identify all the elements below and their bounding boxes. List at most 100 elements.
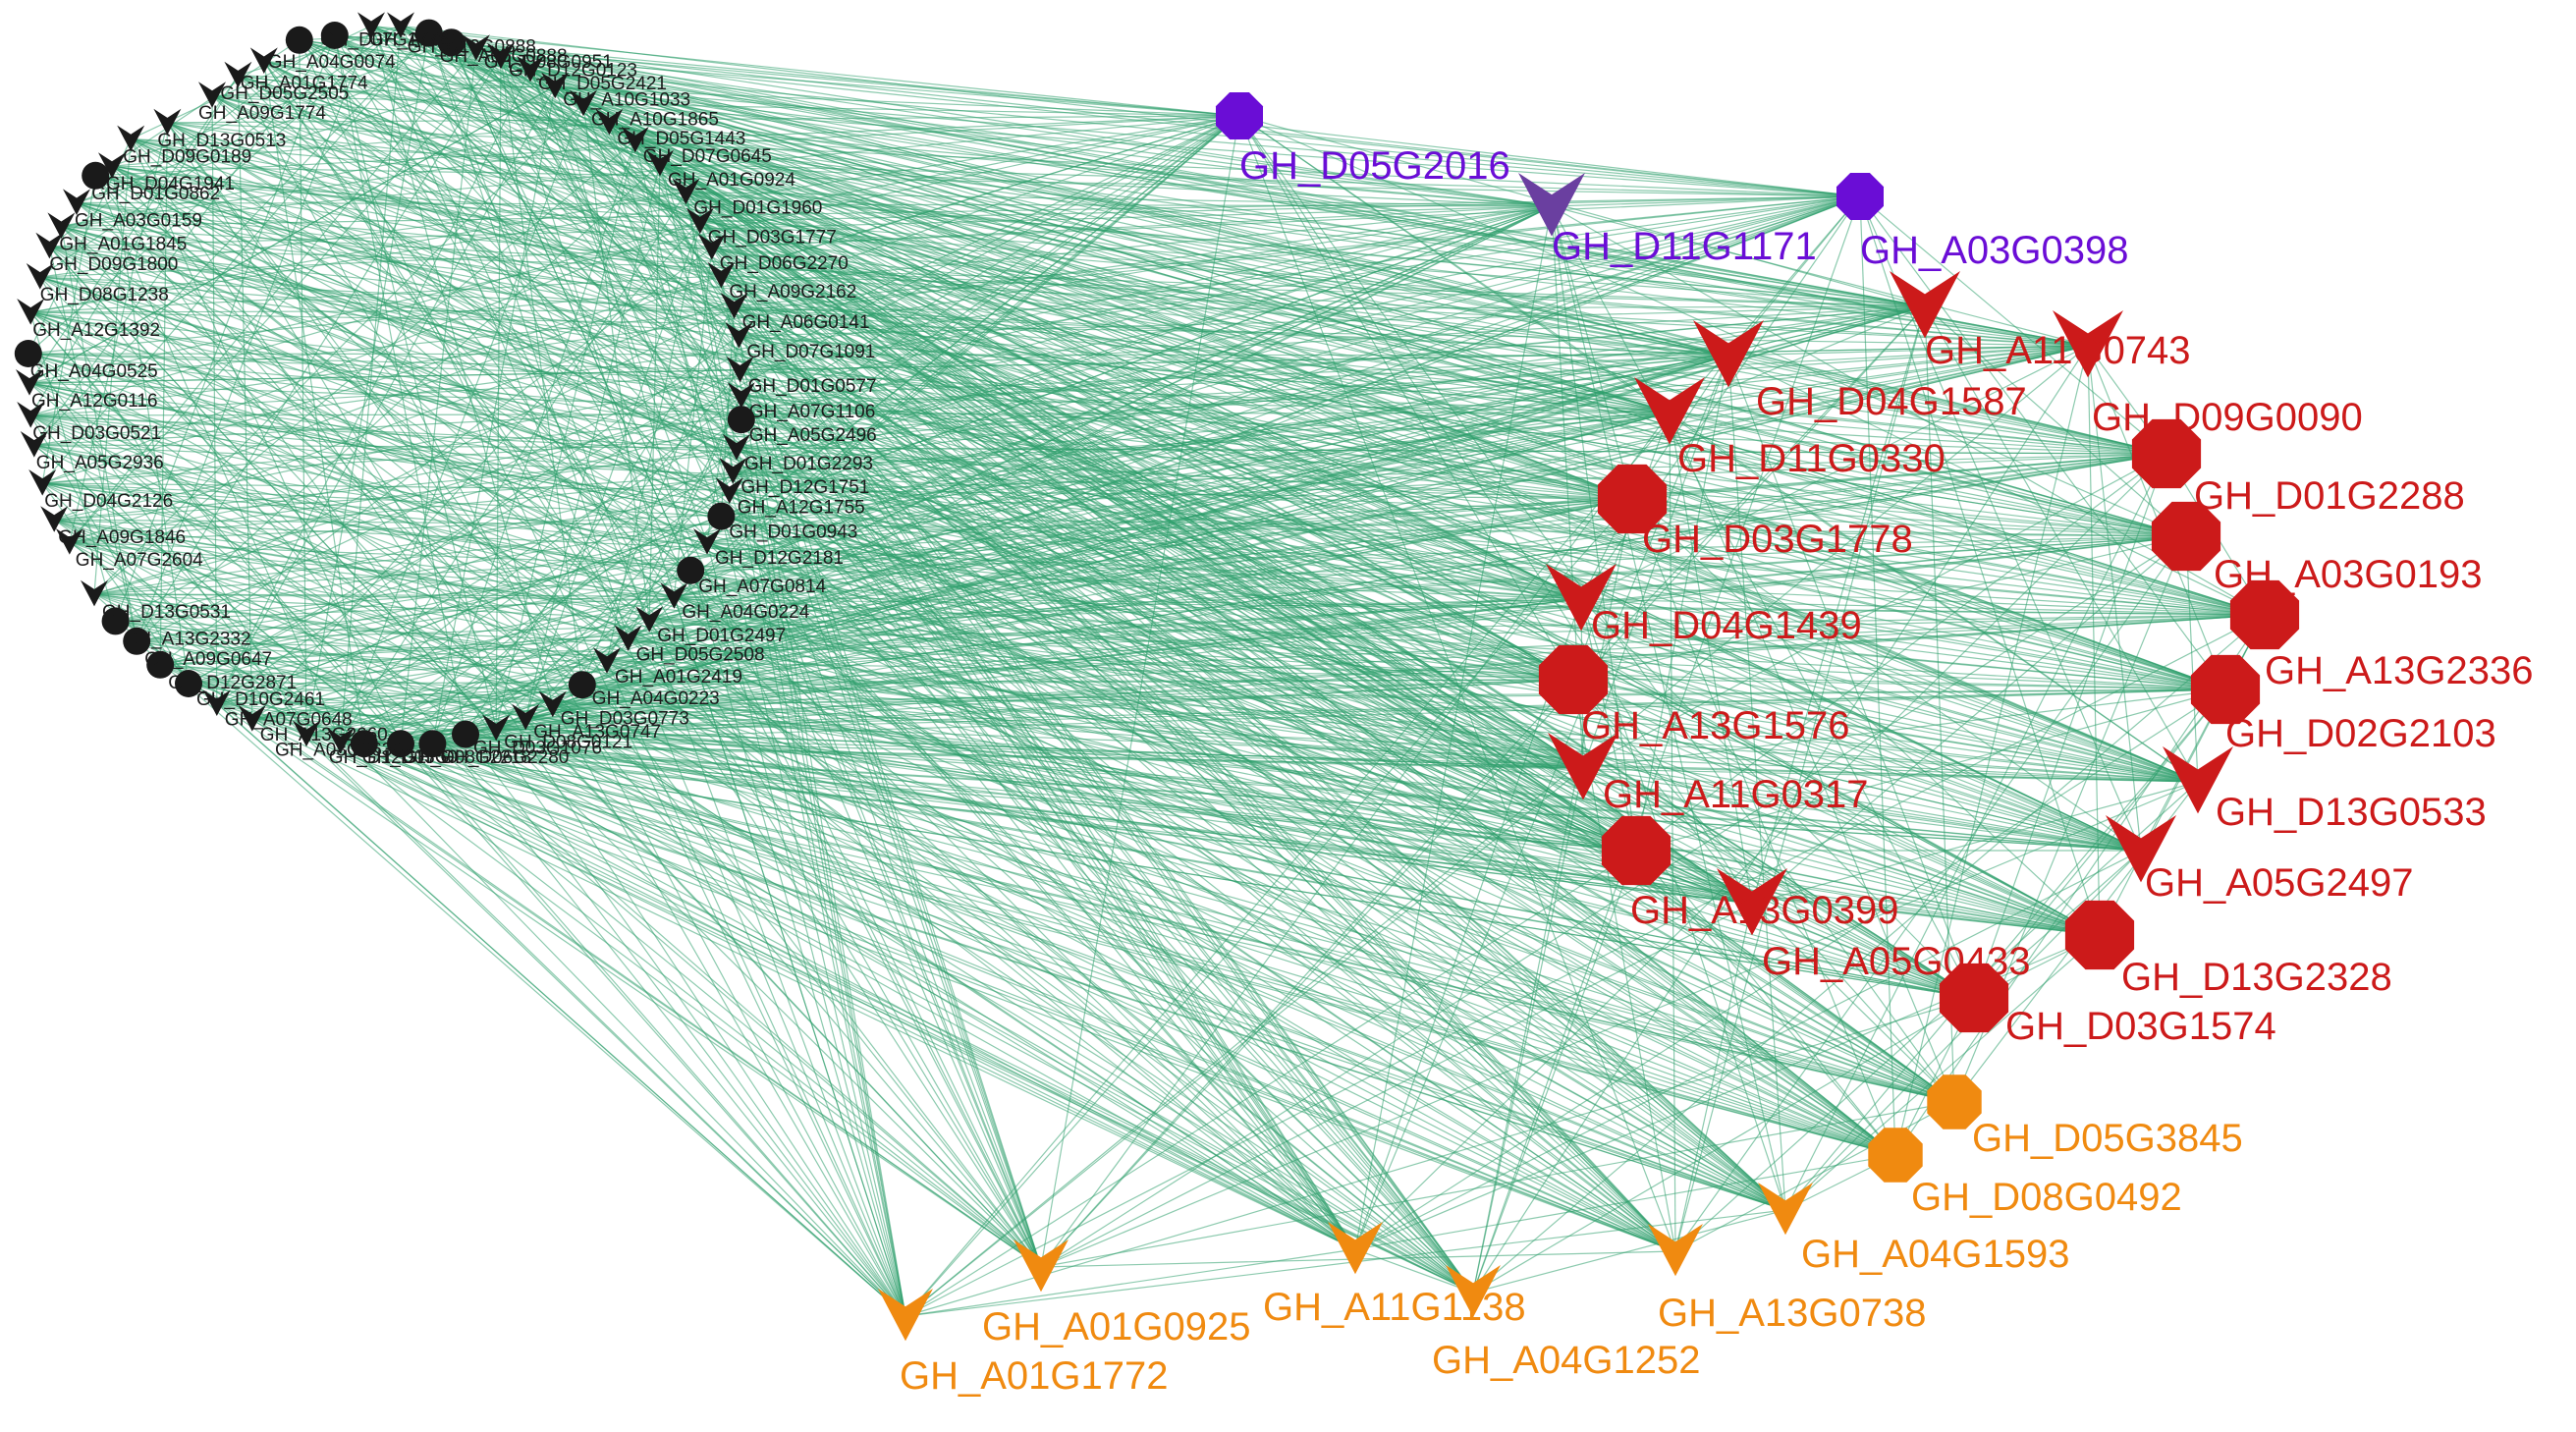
network-edge bbox=[211, 94, 742, 397]
network-edge bbox=[1924, 305, 2199, 783]
network-edge bbox=[1580, 598, 2266, 616]
network-edge bbox=[634, 139, 906, 1317]
network-edge bbox=[529, 69, 742, 420]
network-edge bbox=[634, 139, 740, 337]
network-edge bbox=[370, 26, 906, 1317]
network-edge bbox=[649, 619, 1975, 999]
node-gh-a01g1772 bbox=[878, 1289, 933, 1342]
network-edge bbox=[27, 353, 2187, 537]
network-edge bbox=[729, 195, 1861, 492]
node-gh-a01g1774 bbox=[249, 47, 278, 74]
network-edge bbox=[554, 85, 1356, 1250]
network-edge bbox=[340, 741, 1356, 1250]
network-edge bbox=[451, 41, 691, 572]
network-edge bbox=[451, 41, 722, 277]
network-edge bbox=[733, 470, 2266, 616]
network-edge bbox=[465, 305, 736, 735]
network-edge bbox=[525, 717, 1896, 1156]
network-edge bbox=[1859, 195, 1896, 1156]
network-edge bbox=[1551, 205, 1637, 852]
network-edge bbox=[711, 247, 1955, 1103]
network-edge bbox=[251, 418, 742, 720]
network-edge bbox=[634, 139, 1582, 600]
network-edge bbox=[495, 728, 1356, 1250]
network-edge bbox=[216, 702, 1356, 1250]
node-gh-a04g0074 bbox=[285, 26, 313, 54]
network-edge bbox=[111, 41, 452, 167]
node-layer bbox=[14, 12, 2300, 1342]
network-edge bbox=[699, 221, 1896, 1156]
network-edge bbox=[61, 225, 583, 686]
node-gh-a05g2497 bbox=[2106, 815, 2176, 883]
network-edge bbox=[475, 47, 1729, 357]
network-edge bbox=[904, 345, 2089, 1317]
node-gh-a03g0193 bbox=[2151, 501, 2221, 572]
network-edge bbox=[334, 34, 497, 729]
network-edge bbox=[428, 32, 2226, 690]
label-gh-a09g1846: GH_A09G1846 bbox=[58, 527, 186, 548]
network-edge bbox=[1751, 781, 2199, 905]
network-edge bbox=[608, 122, 1676, 1252]
node-gh-a13g0747 bbox=[512, 703, 540, 731]
network-edge bbox=[1472, 614, 2266, 1294]
network-edge bbox=[740, 355, 1729, 397]
network-edge bbox=[524, 221, 701, 718]
network-edge bbox=[1572, 535, 2187, 681]
network-edge bbox=[27, 25, 402, 355]
node-gh-d03g1778 bbox=[1597, 464, 1668, 534]
network-edge bbox=[160, 664, 433, 744]
label-gh-d12g2181: GH_D12G2181 bbox=[715, 548, 844, 569]
node-gh-a13g1576 bbox=[1538, 644, 1609, 715]
network-edge bbox=[115, 305, 735, 622]
network-edge bbox=[525, 717, 1975, 999]
node-gh-a13g2336 bbox=[2229, 579, 2300, 650]
network-edge bbox=[529, 69, 1729, 357]
network-edge bbox=[904, 1209, 1786, 1317]
node-unlabeled-0 bbox=[320, 22, 349, 49]
node-gh-a05g2496 bbox=[727, 406, 755, 434]
label-gh-d12g0123: GH_D12G0123 bbox=[509, 61, 637, 82]
network-edge bbox=[1238, 115, 1676, 1252]
network-edge bbox=[685, 192, 2266, 616]
network-edge bbox=[130, 138, 742, 420]
network-edge bbox=[93, 395, 741, 595]
network-edge bbox=[554, 85, 1633, 500]
network-edge bbox=[2087, 345, 2101, 936]
network-edge bbox=[251, 684, 582, 720]
network-edge bbox=[431, 85, 556, 744]
network-edge bbox=[706, 541, 906, 1317]
network-edge bbox=[740, 395, 2187, 537]
network-edge bbox=[111, 122, 610, 167]
network-edge bbox=[729, 490, 1474, 1294]
network-edge bbox=[432, 743, 1584, 769]
node-gh-a03g0159 bbox=[63, 189, 90, 215]
network-edge bbox=[188, 683, 2199, 783]
network-edge bbox=[525, 598, 1582, 719]
network-edge bbox=[739, 335, 1753, 905]
network-edge bbox=[738, 335, 906, 1317]
node-gh-a05g0433 bbox=[1717, 868, 1787, 936]
node-gh-a07g2604 bbox=[55, 528, 83, 555]
network-edge bbox=[689, 570, 1042, 1268]
network-edge bbox=[237, 75, 253, 720]
network-edge bbox=[428, 32, 630, 639]
network-edge bbox=[363, 570, 691, 744]
network-edge bbox=[500, 56, 1975, 999]
node-gh-d04g1941 bbox=[98, 152, 126, 179]
network-edge bbox=[1238, 115, 1574, 681]
network-edge bbox=[555, 85, 1926, 307]
network-edge bbox=[500, 56, 1240, 117]
node-gh-d03g1076 bbox=[452, 720, 479, 748]
network-edge bbox=[30, 311, 1633, 500]
network-edge bbox=[61, 122, 610, 227]
network-edge bbox=[370, 25, 1975, 999]
network-edge bbox=[428, 32, 2266, 616]
node-gh-d03g0521 bbox=[17, 402, 45, 428]
network-edge bbox=[524, 717, 1042, 1268]
network-edge bbox=[673, 595, 1356, 1250]
network-edge bbox=[529, 69, 1676, 1252]
network-edge bbox=[159, 664, 1356, 1250]
label-gh-d07g0645: GH_D07G0645 bbox=[643, 146, 772, 167]
node-gh-a06g0141 bbox=[720, 293, 748, 319]
label-gh-a04g1252: GH_A04G1252 bbox=[1432, 1339, 1701, 1382]
